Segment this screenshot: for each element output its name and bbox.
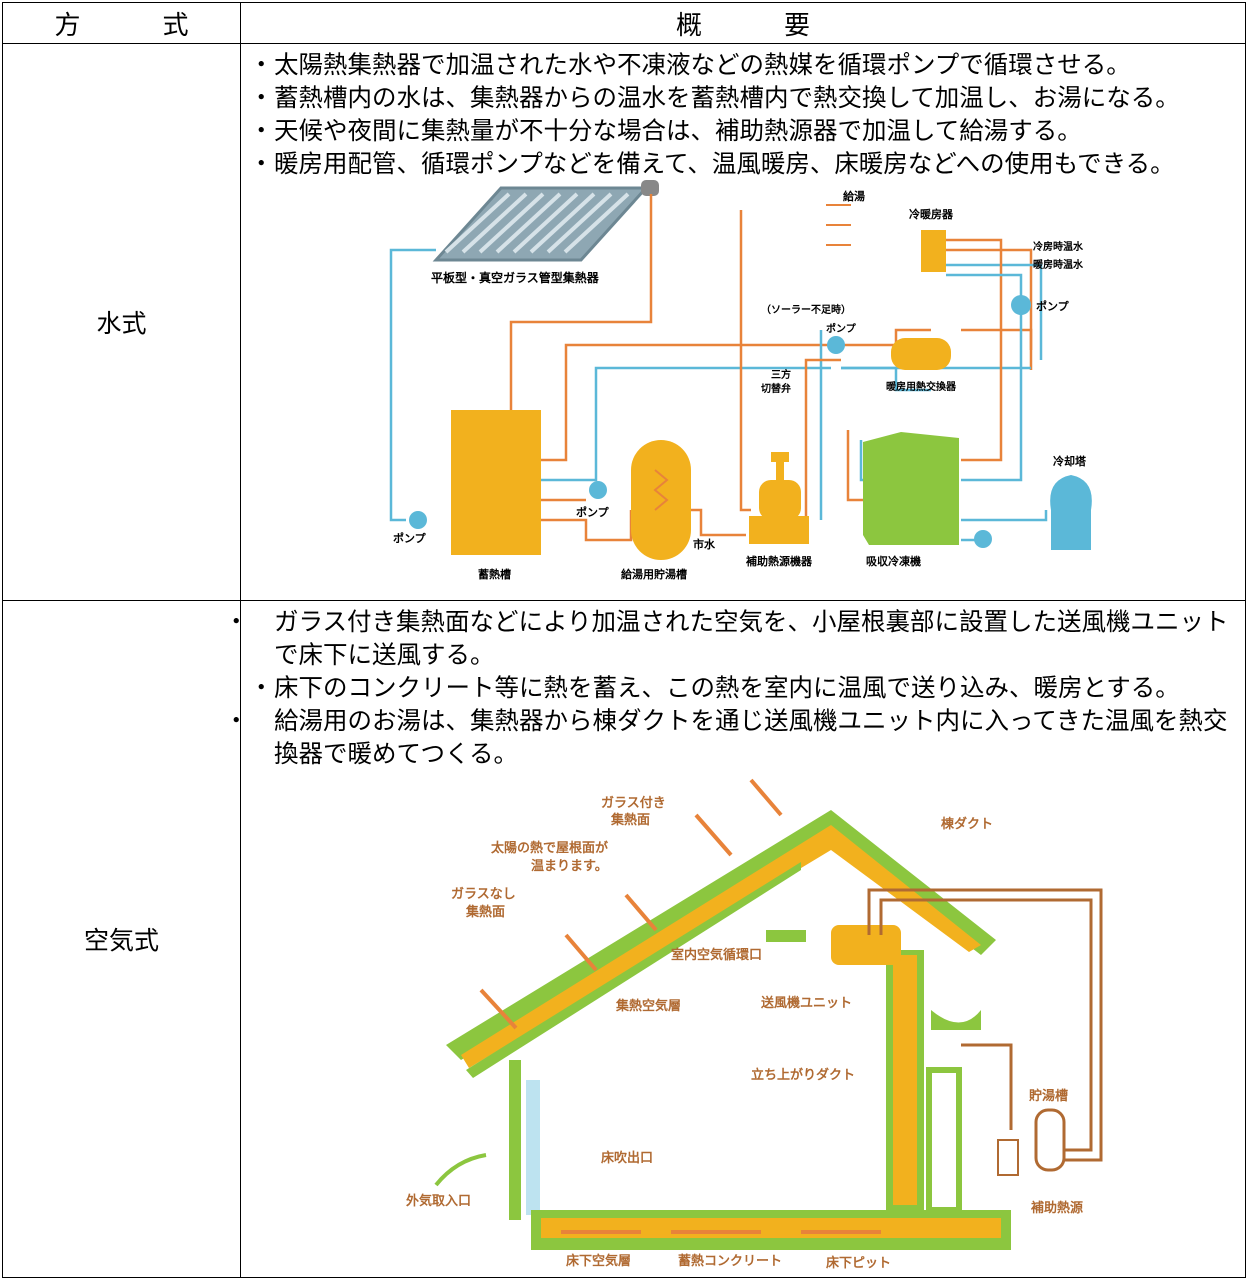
- label-glass-surface-1: ガラス付き: [601, 795, 666, 811]
- label-pump-2: ポンプ: [576, 505, 610, 519]
- airflow-arrows: [479, 778, 881, 1234]
- label-no-glass-1: ガラスなし: [451, 887, 516, 902]
- pump-icon: [974, 530, 992, 548]
- bullet: ・床下のコンクリート等に熱を蓄え、この熱を室内に温風で送り込み、暖房とする。: [249, 673, 1180, 702]
- label-outdoor-intake: 外気取入口: [405, 1193, 471, 1209]
- row-water: 水式 ・太陽熱集熱器で加温された水や不凍液などの熱媒を循環ポンプで循環させる。 …: [2, 43, 1246, 601]
- label-absorption: 吸収冷凍機: [866, 554, 921, 568]
- pump-icon: [589, 481, 607, 499]
- label-pump-3: ポンプ: [1036, 299, 1070, 313]
- solar-collector: [432, 180, 659, 262]
- label-pump-4: ポンプ: [826, 322, 857, 335]
- label-city-water: 市水: [693, 537, 716, 551]
- ac-unit: [921, 230, 946, 272]
- left-wall: [509, 1060, 521, 1220]
- supply-tank: [631, 440, 691, 560]
- label-aux-heater: 補助熱源機器: [745, 554, 813, 568]
- left-window: [526, 1080, 540, 1215]
- label-ridge-duct: 棟ダクト: [941, 816, 993, 832]
- bullet: ・給湯用のお湯は、集熱器から棟ダクトを通じ送風機ユニット内に入ってきた温風を熱交…: [224, 706, 1228, 768]
- label-heat-water: 暖房時温水: [1033, 258, 1084, 271]
- bullet: ・暖房用配管、循環ポンプなどを備えて、温風暖房、床暖房などへの使用もできる。: [249, 149, 1175, 178]
- bullet: ・蓄熱槽内の水は、集熱器からの温水を蓄熱槽内で熱交換して加温し、お湯になる。: [249, 83, 1180, 112]
- riser-duct: [893, 955, 917, 1205]
- cooling-tower: [1050, 475, 1092, 550]
- water-bullets: ・太陽熱集熱器で加温された水や不凍液などの熱媒を循環ポンプで循環させる。 ・蓄熱…: [241, 44, 1245, 180]
- label-aux-source: 補助熱源: [1030, 1200, 1083, 1216]
- label-underfloor-air: 床下空気層: [566, 1253, 631, 1269]
- wash-basin: [931, 1010, 981, 1030]
- heat-exchanger: [891, 338, 951, 370]
- label-switch-valve: 切替弁: [761, 382, 791, 395]
- label-riser-duct: 立ち上がりダクト: [751, 1067, 855, 1083]
- pipes: [389, 194, 1048, 542]
- storage-tank: [1034, 1108, 1066, 1172]
- aux-heater: [749, 452, 809, 544]
- fan-unit: [831, 925, 901, 965]
- label-floor-outlet: 床吹出口: [601, 1150, 653, 1166]
- label-heat-exchanger: 暖房用熱交換器: [886, 380, 957, 393]
- house-roof: [446, 810, 996, 1078]
- overview-water: ・太陽熱集熱器で加温された水や不凍液などの熱媒を循環ポンプで循環させる。 ・蓄熱…: [240, 43, 1246, 601]
- label-floor-pit: 床下ピット: [826, 1255, 891, 1270]
- header-method: 方 式: [2, 2, 241, 44]
- label-glass-surface-2: 集熱面: [610, 812, 650, 828]
- label-roof-warm-1: 太陽の熱で屋根面が: [490, 840, 608, 856]
- header-row: 方 式 概 要: [2, 2, 1246, 44]
- pump-icon: [1011, 295, 1031, 315]
- label-solar-short: （ソーラー不足時）: [761, 303, 851, 316]
- method-water: 水式: [2, 43, 241, 601]
- header-overview: 概 要: [240, 2, 1246, 44]
- label-three-way: 三方: [771, 368, 791, 381]
- hot-water-pipes: [867, 888, 1103, 1162]
- label-pump-1: ポンプ: [393, 531, 427, 545]
- label-cool-water: 冷房時温水: [1033, 240, 1084, 253]
- label-no-glass-2: 集熱面: [465, 904, 505, 920]
- label-air-layer: 集熱空気層: [615, 998, 681, 1014]
- air-system-diagram: ガラス付き 集熱面 棟ダクト 太陽の熱で屋根面が 温まります。 ガラスなし 集熱…: [405, 778, 1103, 1270]
- label-storage-tank: 蓄熱槽: [478, 567, 511, 581]
- pump-icon: [827, 336, 845, 354]
- intake-arrow: [434, 1153, 487, 1187]
- storage-tank: [451, 410, 541, 555]
- aux-source-box: [997, 1139, 1019, 1176]
- label-collector: 平板型・真空ガラス管型集熱器: [431, 270, 600, 285]
- label-concrete: 蓄熱コンクリート: [678, 1253, 782, 1269]
- label-supply-tank: 給湯用貯湯槽: [621, 567, 687, 581]
- overview-air: ・ガラス付き集熱面などにより加温された空気を、小屋根裏部に設置した送風機ユニット…: [224, 600, 1246, 1278]
- label-cooling-tower: 冷却塔: [1053, 454, 1087, 468]
- label-fan-unit: 送風機ユニット: [760, 995, 852, 1011]
- label-storage: 貯湯槽: [1029, 1088, 1068, 1104]
- label-roof-warm-2: 温まります。: [531, 859, 608, 874]
- method-air: 空気式: [2, 600, 241, 1278]
- row-air: 空気式 ・ガラス付き集熱面などにより加温された空気を、小屋根裏部に設置した送風機…: [2, 600, 1246, 1278]
- bullet: ・太陽熱集熱器で加温された水や不凍液などの熱媒を循環ポンプで循環させる。: [249, 50, 1131, 79]
- upper-room: [926, 1067, 962, 1213]
- taps: [826, 204, 851, 246]
- bullet: ・天候や夜間に集熱量が不十分な場合は、補助熱源器で加温して給湯する。: [249, 116, 1082, 145]
- water-system-diagram: 平板型・真空ガラス管型集熱器: [389, 180, 1092, 581]
- return-vent: [766, 930, 806, 942]
- label-ac-unit: 冷暖房器: [909, 207, 954, 221]
- underfloor-layer: [541, 1218, 1001, 1238]
- label-indoor-return: 室内空気循環口: [671, 947, 762, 963]
- pump-icon: [409, 511, 427, 529]
- bullet: ・ガラス付き集熱面などにより加温された空気を、小屋根裏部に設置した送風機ユニット…: [224, 607, 1229, 669]
- label-hot-water: 給湯: [843, 189, 865, 203]
- absorption-chiller: [863, 432, 959, 545]
- air-bullets: ・ガラス付き集熱面などにより加温された空気を、小屋根裏部に設置した送風機ユニット…: [224, 601, 1245, 770]
